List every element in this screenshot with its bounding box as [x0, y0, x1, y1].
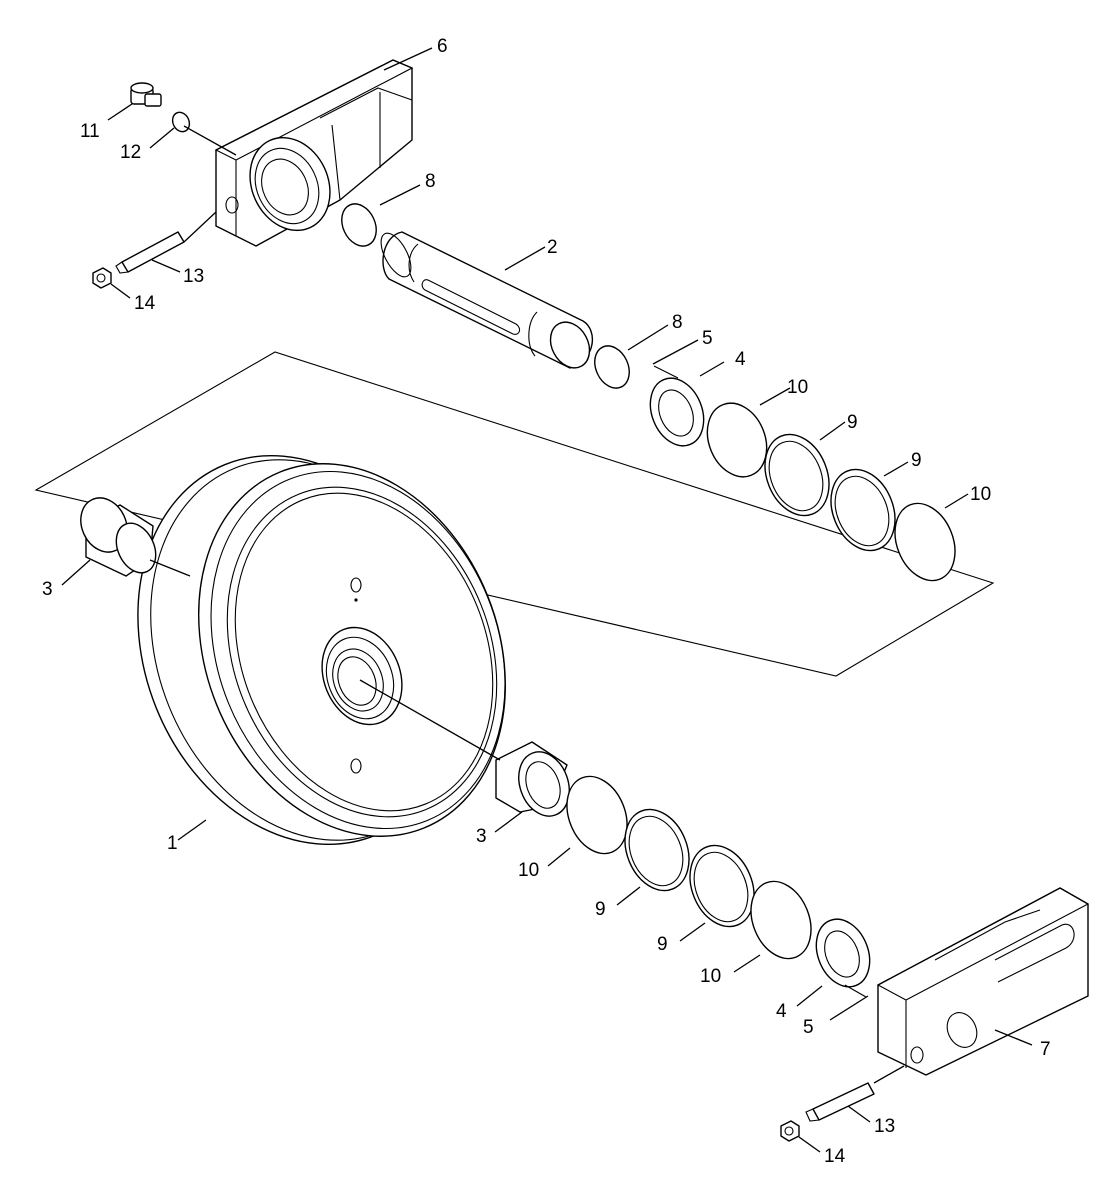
idler-wheel: [137, 454, 506, 846]
callout-10-upper-b: 10: [970, 484, 991, 505]
o-ring-12: [171, 111, 191, 133]
callout-12: 12: [120, 142, 141, 163]
callout-3-upper: 3: [42, 579, 53, 600]
plug-11: [130, 82, 162, 107]
callout-9-lower-b: 9: [657, 934, 668, 955]
bushing-lower: [495, 741, 570, 817]
callout-7: 7: [1040, 1039, 1051, 1060]
leader-lines: [61, 47, 1033, 1153]
callout-10-lower-a: 10: [518, 860, 539, 881]
seal-10-upper-b: [894, 502, 956, 582]
callout-14-lower: 14: [824, 1146, 846, 1167]
callout-2: 2: [547, 237, 558, 258]
nut-14-upper: [92, 267, 112, 289]
callout-14-upper: 14: [134, 293, 156, 314]
idler-shaft: [380, 231, 594, 369]
callout-5-upper: 5: [702, 328, 713, 349]
seal-9-lower-a: [624, 808, 690, 892]
bracket-upper: [214, 59, 414, 247]
callout-8-upper: 8: [425, 171, 436, 192]
callout-9-upper-a: 9: [847, 412, 858, 433]
callout-5-lower: 5: [803, 1017, 814, 1038]
callout-4-lower: 4: [776, 1001, 787, 1022]
o-ring-8-right: [594, 345, 630, 389]
callout-10-upper-a: 10: [787, 377, 808, 398]
thrust-plate-4-lower: [815, 918, 871, 998]
bushing-upper: [80, 497, 157, 577]
thrust-plate-4-upper: [649, 365, 705, 447]
seal-9-lower-b: [689, 844, 755, 928]
seal-10-lower-b: [750, 880, 812, 960]
callout-1: 1: [167, 833, 178, 854]
o-ring-8-upper: [341, 203, 377, 247]
callout-6: 6: [437, 36, 448, 57]
callout-labels: 1 2 3 3 4 4 5 5 6 7 8 8 9 9 9 9 10 10 10…: [42, 36, 1051, 1167]
nut-14-lower: [780, 1120, 800, 1142]
assembly-boundary: [34, 351, 995, 677]
bolt-13-lower: [805, 1082, 875, 1122]
seal-9-upper-a: [764, 433, 830, 517]
bracket-lower: [876, 887, 1090, 1076]
seal-10-lower-a: [566, 775, 628, 855]
callout-9-lower-a: 9: [595, 899, 606, 920]
callout-3-lower: 3: [476, 826, 487, 847]
seal-9-upper-b: [830, 468, 896, 552]
callout-13-lower: 13: [874, 1116, 895, 1137]
callout-8-right: 8: [672, 312, 683, 333]
callout-11: 11: [80, 121, 100, 142]
callout-10-lower-b: 10: [700, 966, 721, 987]
callout-9-upper-b: 9: [911, 450, 922, 471]
bolt-13-upper: [115, 231, 185, 274]
seal-10-upper-a: [706, 402, 768, 478]
callout-4-upper: 4: [735, 349, 746, 370]
callout-13-upper: 13: [183, 266, 204, 287]
